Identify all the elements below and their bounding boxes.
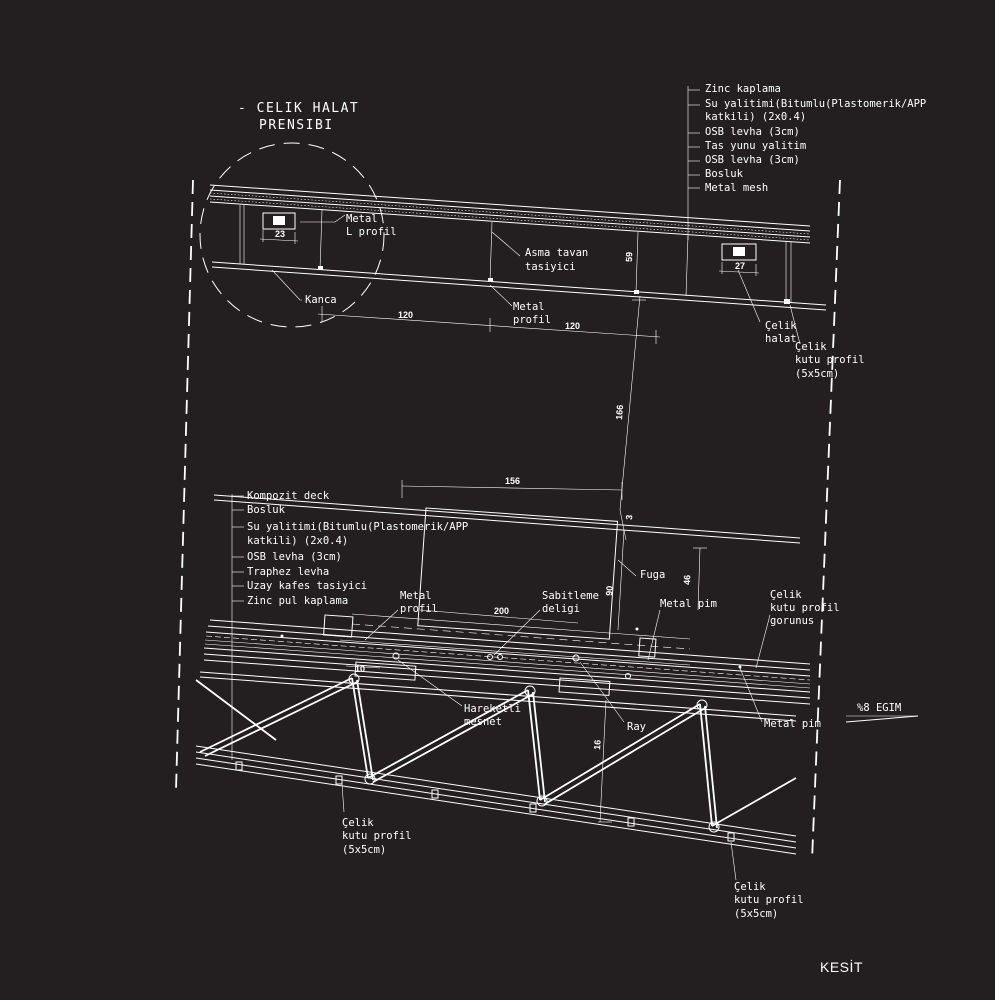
dim-59: 59: [624, 231, 639, 293]
svg-text:16: 16: [592, 739, 603, 750]
label-sabitleme-1: Sabitleme: [542, 590, 599, 602]
label-asma-tavan-2: tasiyici: [525, 261, 576, 273]
roof-layer-3: katkili) (2x0.4): [705, 111, 806, 123]
label-metal-profil-top-2: profil: [513, 314, 551, 326]
roof-layer-list: Zinc kaplama Su yalitimi(Bitumlu(Plastom…: [705, 83, 926, 194]
svg-text:200: 200: [494, 606, 509, 616]
dim-3: 3: [619, 509, 634, 541]
dim-200: 200: [419, 606, 579, 624]
section-boundary-left: [175, 179, 194, 791]
dim-16: 16: [592, 699, 612, 823]
dim-46: 46: [682, 547, 707, 611]
svg-text:120: 120: [398, 310, 413, 320]
floor-layer-2: Bosluk: [247, 504, 286, 516]
svg-text:3: 3: [624, 514, 634, 520]
dim-23: 23: [259, 229, 299, 244]
label-kutu-right-top-1: Çelik: [795, 341, 827, 353]
floor-layer-3: Su yalitimi(Bitumlu(Plastomerik/APP: [247, 521, 468, 533]
label-metal-profil-mid-2: profil: [400, 603, 438, 615]
label-metal-profil-mid-1: Metal: [400, 590, 432, 602]
svg-text:46: 46: [682, 575, 692, 585]
dim-90: 90: [604, 529, 625, 631]
roof-layer-2: Su yalitimi(Bitumlu(Plastomerik/APP: [705, 98, 926, 110]
dim-10: 10: [345, 664, 381, 674]
label-metal-pim-1: Metal pim: [660, 598, 717, 610]
roof-assembly: [209, 184, 827, 311]
detail-circle: [199, 142, 385, 328]
dim-166: 166: [614, 295, 646, 511]
label-gorunus-2: kutu profil: [770, 602, 840, 614]
roof-layer-8: Metal mesh: [705, 182, 768, 194]
floor-layer-1: Kompozit deck: [247, 490, 330, 502]
detail-title-line2: PRENSIBI: [259, 118, 334, 133]
label-kutu-right-top-2: kutu profil: [795, 354, 865, 366]
roof-layer-ticks: [688, 89, 700, 189]
floor-layer-8: Zinc pul kaplama: [247, 595, 348, 607]
floor-layer-7: Uzay kafes tasiyici: [247, 580, 367, 592]
svg-text:10: 10: [355, 664, 365, 674]
label-metal-pim-2: Metal pim: [764, 718, 821, 730]
label-kanca: Kanca: [305, 294, 337, 306]
floor-layer-6: Traphez levha: [247, 566, 329, 578]
detail-title-line1: - CELIK HALAT: [238, 101, 359, 116]
floor-layer-list: Kompozit deck Bosluk Su yalitimi(Bitumlu…: [247, 490, 468, 607]
label-kutu-right-bottom-3: (5x5cm): [734, 908, 778, 920]
svg-text:59: 59: [624, 252, 634, 262]
label-kutu-left-bottom-2: kutu profil: [342, 830, 412, 842]
svg-text:90: 90: [604, 585, 615, 596]
slope-indicator: %8 EGIM: [845, 702, 919, 723]
label-gorunus-3: gorunus: [770, 615, 814, 627]
label-gorunus-1: Çelik: [770, 589, 802, 601]
floor-layer-5: OSB levha (3cm): [247, 551, 342, 563]
svg-text:156: 156: [505, 476, 520, 486]
roof-layer-6: OSB levha (3cm): [705, 154, 800, 166]
label-metal-l-profil-2: L profil: [346, 226, 397, 238]
dim-27: 27: [718, 261, 760, 276]
floor-layer-4: katkili) (2x0.4): [247, 535, 348, 547]
dim-120-pair: 120 120: [317, 306, 661, 344]
label-fuga: Fuga: [640, 569, 665, 581]
label-celik-halat-2: halat: [765, 333, 797, 345]
label-metal-profil-top-1: Metal: [513, 301, 545, 313]
roof-layer-1: Zinc kaplama: [705, 83, 781, 95]
section-boundary-right: [811, 179, 841, 861]
roof-layer-5: Tas yunu yalitim: [705, 140, 806, 152]
label-kutu-right-top-3: (5x5cm): [795, 368, 839, 380]
label-metal-l-profil-1: Metal: [346, 213, 378, 225]
label-sabitleme-2: deligi: [542, 603, 580, 615]
label-kutu-left-bottom-1: Çelik: [342, 817, 374, 829]
dim-156: 156: [401, 476, 623, 500]
drawing-caption-kesit: KESİT: [820, 958, 863, 975]
label-kutu-right-bottom-2: kutu profil: [734, 894, 804, 906]
label-ray: Ray: [627, 721, 646, 733]
floor-assembly: [203, 494, 811, 705]
space-frame-truss: [195, 671, 797, 855]
svg-text:166: 166: [614, 404, 625, 420]
label-kutu-left-bottom-3: (5x5cm): [342, 844, 386, 856]
label-celik-halat-1: Çelik: [765, 320, 797, 332]
roof-layer-7: Bosluk: [705, 168, 744, 180]
roof-layer-4: OSB levha (3cm): [705, 126, 800, 138]
svg-text:%8 EGIM: %8 EGIM: [857, 702, 901, 714]
svg-text:23: 23: [275, 229, 285, 239]
label-asma-tavan-1: Asma tavan: [525, 247, 588, 259]
svg-text:120: 120: [565, 321, 580, 331]
svg-text:27: 27: [735, 261, 745, 271]
floor-layer-ticks: [232, 495, 244, 602]
label-kutu-right-bottom-1: Çelik: [734, 881, 766, 893]
